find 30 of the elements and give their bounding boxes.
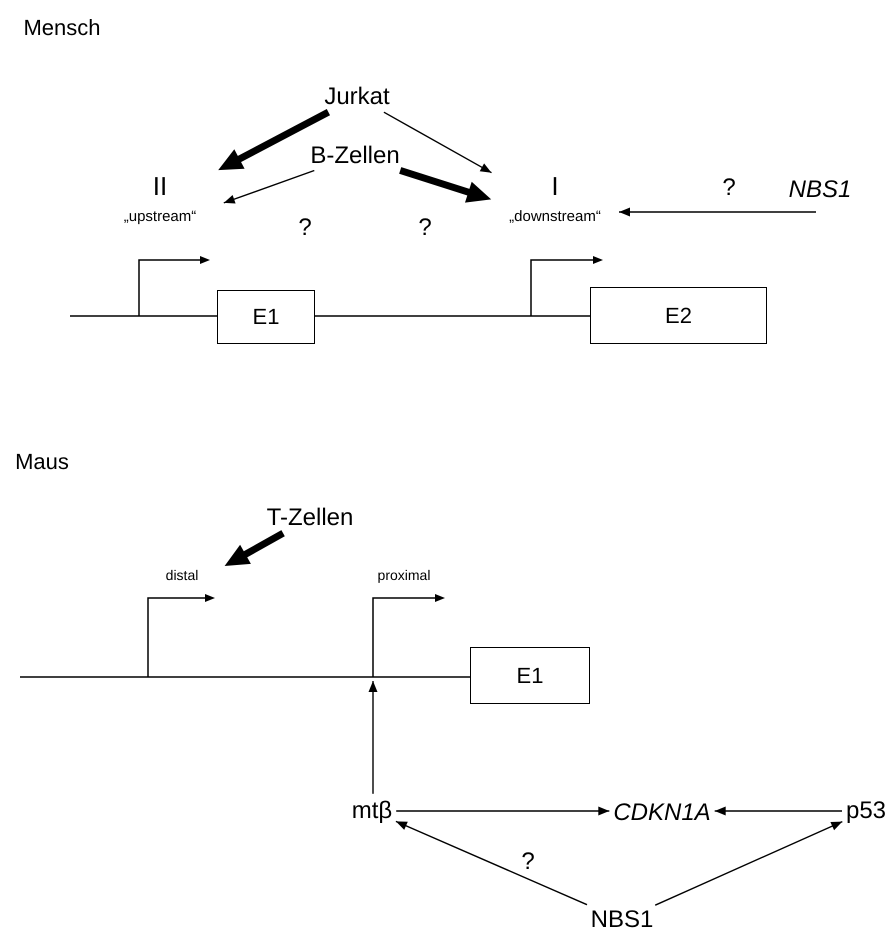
arrow [218,109,330,170]
promoter-label: „upstream“ [124,208,196,226]
arrow [396,820,588,906]
cell-type-label: T-Zellen [266,504,354,532]
arrow [224,170,315,204]
arrow [396,806,610,816]
promoter-label: proximal [378,568,430,584]
section-heading: Maus [15,450,69,474]
promoter-label: „downstream“ [509,208,601,226]
exon-box: E1 [217,290,315,344]
arrow [714,806,842,816]
arrow [399,167,492,203]
arrow [368,681,378,794]
cell-type-label: Jurkat [324,84,390,110]
section-heading: Mensch [23,16,101,40]
gene-label: mtβ [352,798,392,824]
promoter-number: I [551,172,559,201]
promoter-label: distal [166,568,198,584]
promoter-number: II [152,172,168,201]
arrow [654,820,843,906]
protein-label: NBS1 [590,906,654,934]
arrow [619,208,816,216]
gene-label: CDKN1A [613,800,711,826]
cell-type-label: B-Zellen [310,142,400,170]
exon-box: E2 [590,287,767,344]
arrow [384,112,492,174]
arrow [224,530,285,566]
exon-box: E1 [470,647,590,704]
gene-label: NBS1 [788,176,852,204]
protein-label: p53 [846,798,886,824]
